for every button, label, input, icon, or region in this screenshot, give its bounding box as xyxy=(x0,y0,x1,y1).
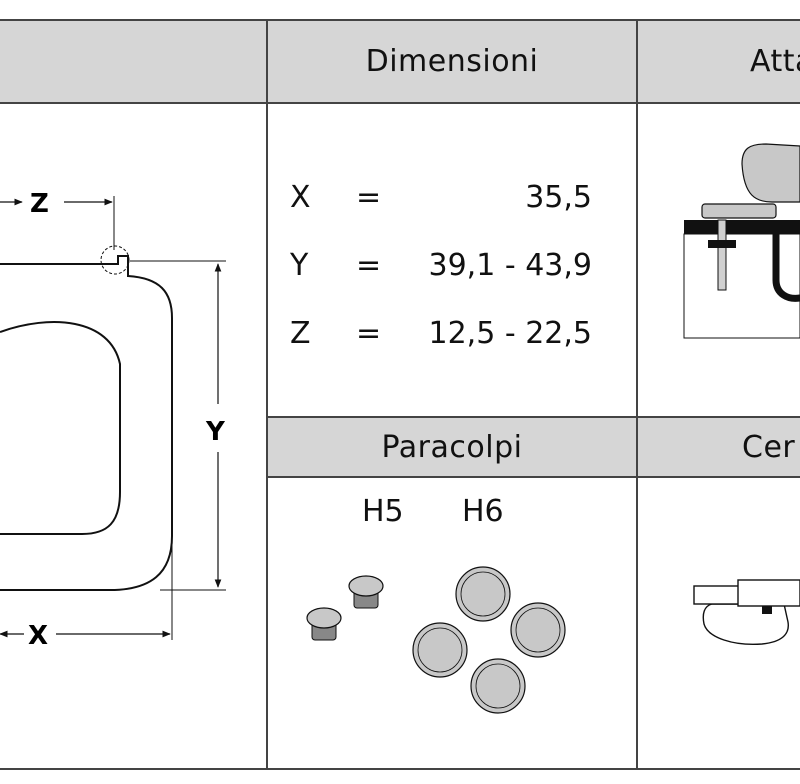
y-label: Y xyxy=(205,417,226,447)
seat-outer-outline xyxy=(0,255,173,591)
clamp-plate xyxy=(701,203,777,219)
header-bumpers-label: Paracolpi xyxy=(381,429,523,465)
dimension-row-x: X = 35,5 xyxy=(290,180,600,224)
hinge-drawing xyxy=(693,579,800,646)
dimension-equals: = xyxy=(356,248,382,283)
bumper-h6-disc-2 xyxy=(412,622,468,678)
dimension-key: Y xyxy=(290,248,309,283)
header-hinge: Cer xyxy=(638,418,800,476)
dimension-value: 35,5 xyxy=(525,180,592,215)
grid-mid-header-bottom-line xyxy=(268,476,800,478)
hinge-pin xyxy=(762,606,772,614)
seat-inner-outline xyxy=(0,321,121,535)
header-bumpers: Paracolpi xyxy=(268,418,636,476)
grid-vline-1 xyxy=(266,19,268,770)
bumper-label-h6: H6 xyxy=(462,494,504,529)
dimension-row-y: Y = 39,1 - 43,9 xyxy=(290,248,600,292)
bumper-h5-small-2 xyxy=(348,575,384,609)
bumper-h6-disc-4 xyxy=(470,658,526,714)
grid-top-line xyxy=(0,19,800,21)
hinge-detail-circle xyxy=(100,245,130,275)
hinge-bar-right xyxy=(737,579,800,607)
header-attacco-label: Atta xyxy=(750,43,800,79)
bumper-label-h5: H5 xyxy=(362,494,404,529)
ceramic-top xyxy=(684,220,800,234)
hinge-ring xyxy=(702,603,789,646)
grid-vline-2 xyxy=(636,19,638,770)
hinge-bar-left xyxy=(693,585,741,605)
header-attacco: Atta xyxy=(638,20,800,102)
bolt-shank xyxy=(717,219,727,291)
dimension-key: X xyxy=(290,180,311,215)
seat-drawing: Z Y X xyxy=(0,189,226,651)
bumper-h5-small-1 xyxy=(306,607,342,641)
header-left-empty xyxy=(0,20,266,102)
hinge-block-shape xyxy=(741,143,800,203)
z-label: Z xyxy=(30,189,49,219)
dimension-value: 39,1 - 43,9 xyxy=(428,248,593,283)
grid-mid-line xyxy=(268,416,800,418)
dimension-value: 12,5 - 22,5 xyxy=(428,316,593,351)
dimension-key: Z xyxy=(290,316,311,351)
header-hinge-label: Cer xyxy=(742,429,796,465)
grid-bottom-line xyxy=(0,768,800,770)
bumper-h6-disc-1 xyxy=(455,566,511,622)
bumper-h6-disc-3 xyxy=(510,602,566,658)
grid-header-bottom-line xyxy=(0,102,800,104)
x-label: X xyxy=(28,621,48,651)
header-dimensions: Dimensioni xyxy=(268,20,636,102)
bumpers-drawing xyxy=(306,566,566,714)
bolt-nut xyxy=(708,240,736,248)
header-dimensions-label: Dimensioni xyxy=(365,43,539,79)
dimension-row-z: Z = 12,5 - 22,5 xyxy=(290,316,600,360)
dimension-equals: = xyxy=(356,180,382,215)
fixing-drawing xyxy=(683,143,800,339)
dimension-equals: = xyxy=(356,316,382,351)
drain-bend xyxy=(772,222,800,302)
ceramic-body-outline xyxy=(683,233,800,339)
